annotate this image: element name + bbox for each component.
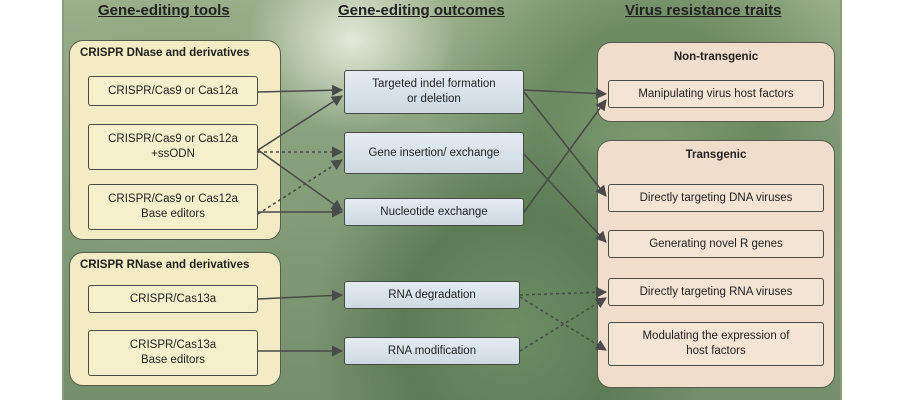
- group-title-transgenic: Transgenic: [685, 149, 747, 161]
- outcome-nucleotide-exchange: Nucleotide exchange: [344, 198, 524, 226]
- trait-virus-host-factors: Manipulating virus host factors: [608, 80, 824, 108]
- header-virus-resistance-traits: Virus resistance traits: [625, 2, 782, 19]
- header-gene-editing-tools: Gene-editing tools: [98, 2, 230, 19]
- trait-host-factor-expression: Modulating the expression of host factor…: [608, 322, 824, 366]
- tool-cas9-cas12a: CRISPR/Cas9 or Cas12a: [88, 76, 258, 106]
- outcome-gene-insertion: Gene insertion/ exchange: [344, 132, 524, 174]
- group-title-rnase: CRISPR RNase and derivatives: [80, 259, 250, 271]
- outcome-rna-degradation: RNA degradation: [344, 281, 520, 309]
- arrow-indel-to-dna-viruses: [523, 91, 607, 197]
- outcome-indel-deletion: Targeted indel formation or deletion: [344, 70, 524, 114]
- group-title-non-transgenic: Non-transgenic: [673, 51, 759, 63]
- tool-cas13a: CRISPR/Cas13a: [88, 285, 258, 313]
- arrow-rna-degradation-to-host-factor-expression: [519, 296, 607, 351]
- arrow-insertion-to-r-genes: [523, 153, 607, 243]
- trait-novel-r-genes: Generating novel R genes: [608, 230, 824, 258]
- header-gene-editing-outcomes: Gene-editing outcomes: [338, 2, 505, 19]
- arrow-ssodn-to-nucleotide: [257, 149, 343, 211]
- arrow-base-to-insertion: [257, 159, 343, 215]
- tool-cas9-cas12a-base-editors: CRISPR/Cas9 or Cas12a Base editors: [88, 184, 258, 230]
- trait-rna-viruses: Directly targeting RNA viruses: [608, 278, 824, 306]
- arrow-nucleotide-to-host-factors: [523, 99, 607, 213]
- arrow-ssodn-to-indel: [257, 95, 343, 151]
- arrow-rna-modification-to-rna-viruses: [519, 297, 607, 352]
- arrow-rna-degradation-to-rna-viruses: [519, 286, 608, 298]
- figure-frame: [62, 0, 842, 400]
- arrow-cas13a-to-rna-degradation: [257, 289, 344, 302]
- tool-cas9-cas12a-ssodn: CRISPR/Cas9 or Cas12a +ssODN: [88, 124, 258, 170]
- trait-dna-viruses: Directly targeting DNA viruses: [608, 184, 824, 212]
- tool-cas13a-base-editors: CRISPR/Cas13a Base editors: [88, 330, 258, 376]
- arrow-indel-to-host-factors: [523, 87, 608, 100]
- group-title-dnase: CRISPR DNase and derivatives: [80, 47, 250, 59]
- outcome-rna-modification: RNA modification: [344, 337, 520, 365]
- arrow-cas9-to-indel: [257, 84, 344, 96]
